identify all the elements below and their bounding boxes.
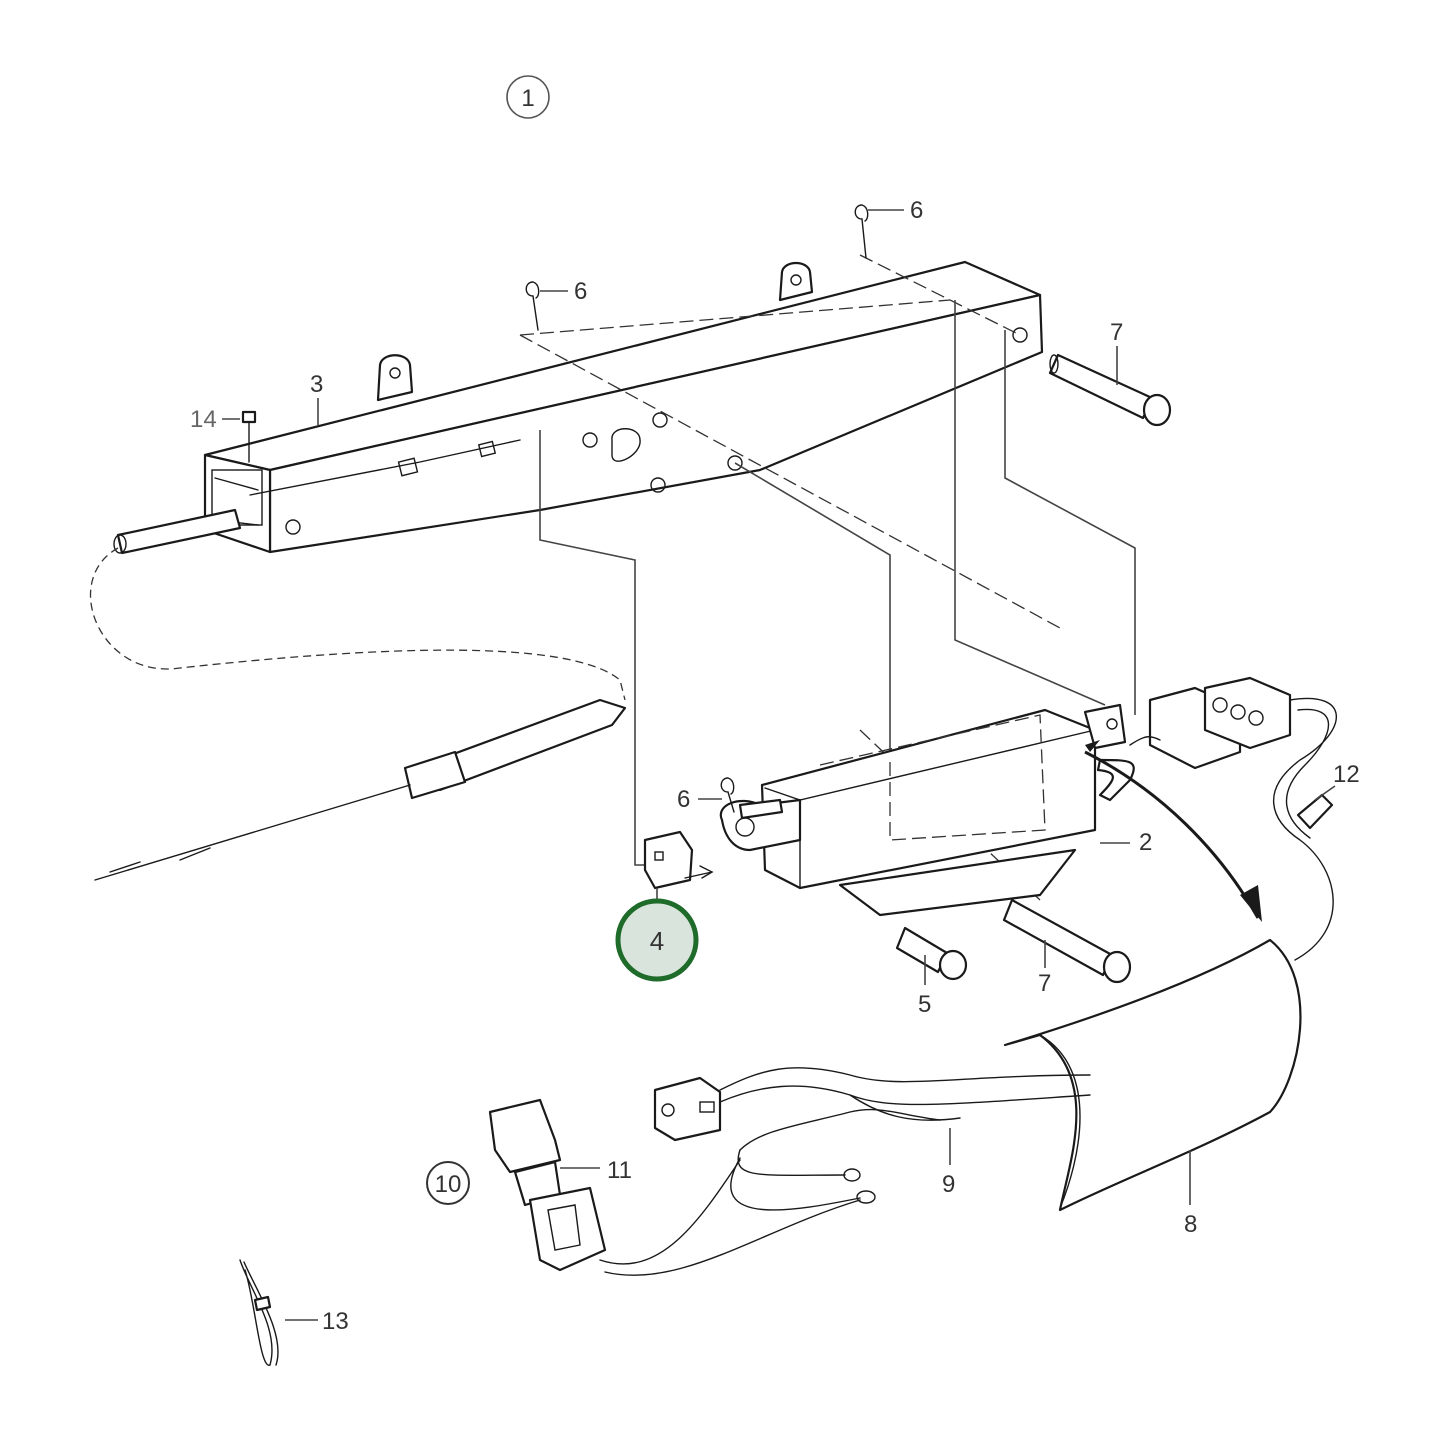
callout-7-a[interactable]: 7 [1110, 319, 1123, 346]
callout-9[interactable]: 9 [942, 1171, 955, 1198]
callout-6-a[interactable]: 6 [574, 278, 587, 305]
callout-11[interactable]: 11 [607, 1157, 632, 1184]
connector-upper-right [1129, 676, 1337, 961]
callout-numbers: 2 3 4 5 6 6 6 7 7 8 9 11 12 13 14 [190, 197, 1360, 1335]
callout-5[interactable]: 5 [918, 991, 931, 1018]
svg-text:1: 1 [521, 85, 534, 112]
connector-part-11 [488, 1098, 861, 1276]
callout-2[interactable]: 2 [1139, 829, 1152, 856]
actuator-part-2 [719, 703, 1135, 917]
alignment-lines [519, 254, 1136, 901]
pin-part-7-a [1048, 353, 1172, 427]
direction-arrow [1084, 740, 1262, 922]
cotter-pin-part-6-c [720, 777, 735, 813]
cotter-pin-part-6-b [854, 204, 869, 259]
beam-part-3 [203, 260, 1044, 554]
group-label-10: 10 [426, 1161, 470, 1205]
group-label-1: 1 [506, 75, 550, 119]
pin-part-7-b [1002, 898, 1132, 984]
callout-6-c[interactable]: 6 [677, 786, 690, 813]
bolt-part-14 [241, 410, 257, 463]
svg-text:10: 10 [435, 1171, 462, 1198]
cotter-pin-part-6-a [525, 281, 540, 331]
pin-part-5 [895, 926, 968, 985]
cable-tie-part-13 [239, 1259, 318, 1366]
callout-3[interactable]: 3 [310, 371, 323, 398]
callout-14[interactable]: 14 [190, 406, 217, 433]
cover-part-8 [1003, 938, 1302, 1212]
callout-7-b[interactable]: 7 [1038, 970, 1051, 997]
callout-4[interactable]: 4 [650, 926, 664, 956]
callout-13[interactable]: 13 [322, 1308, 349, 1335]
clip-part-4 [643, 830, 714, 920]
harness-part-9 [653, 1067, 1091, 1211]
highlight-ring [615, 898, 699, 982]
callout-6-b[interactable]: 6 [910, 197, 923, 224]
callout-8[interactable]: 8 [1184, 1211, 1197, 1238]
handbrake-cable [89, 508, 627, 881]
callout-12[interactable]: 12 [1333, 761, 1360, 788]
